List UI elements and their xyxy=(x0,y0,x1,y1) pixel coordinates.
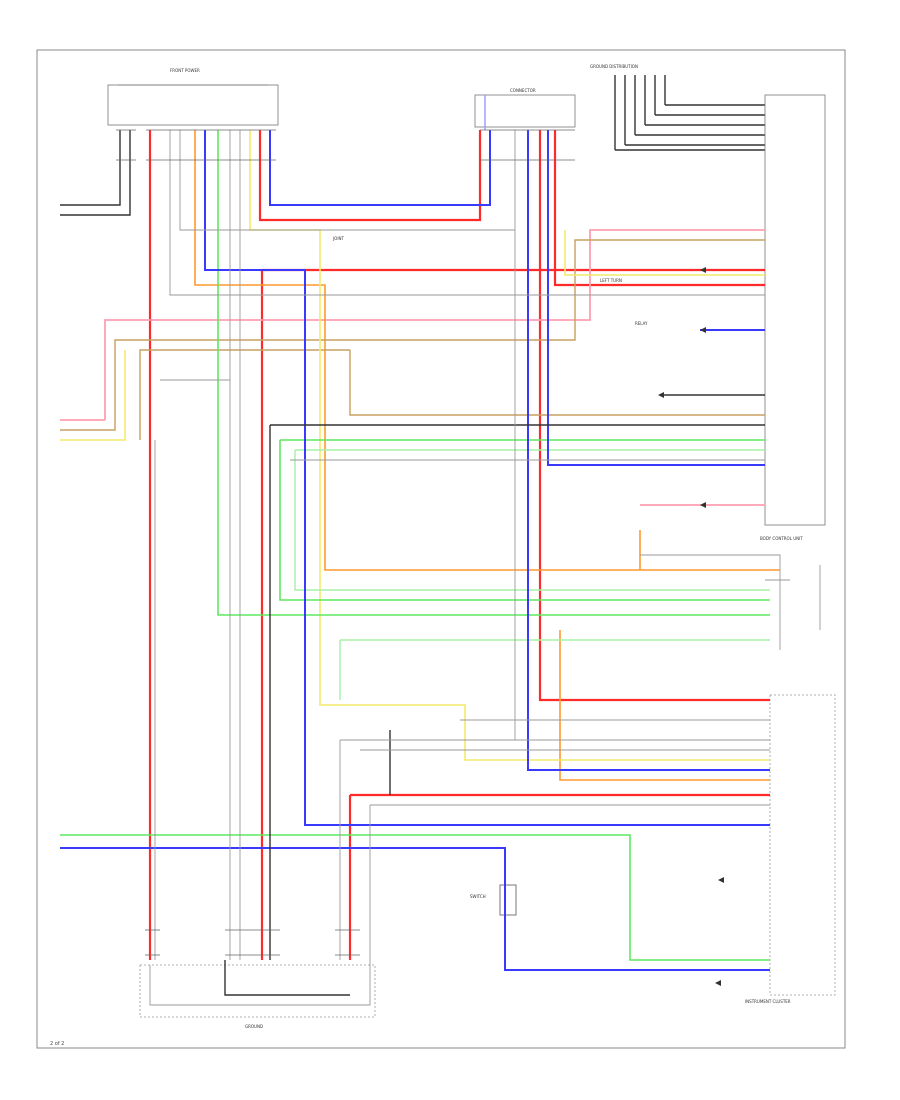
arrow-head-icon xyxy=(700,327,706,333)
arrow-head-icons xyxy=(658,267,724,986)
tan-wires xyxy=(60,239,765,440)
bottom-right-unit: INSTRUMENT CLUSTER xyxy=(745,694,836,1004)
green-wires xyxy=(60,130,770,961)
page-indicator: 2 of 2 xyxy=(50,1041,65,1047)
bottom-ground-block: GROUND xyxy=(139,964,376,1029)
ground-distribution: GROUND DISTRIBUTION xyxy=(590,64,765,151)
joint-label: JOINT xyxy=(332,236,345,241)
bottom-connector-pins xyxy=(145,929,360,956)
connector-pins-top-middle xyxy=(480,129,575,161)
arrow-head-icon xyxy=(700,267,706,273)
arrow-head-icon xyxy=(715,980,721,986)
left-turn-label: LEFT TURN xyxy=(600,278,622,283)
light-green-wires xyxy=(294,449,770,700)
arrow-head-icon xyxy=(718,877,724,883)
bottom-right-unit-title: INSTRUMENT CLUSTER xyxy=(745,999,791,1004)
arrow-head-icon xyxy=(658,392,664,398)
diagram-frame xyxy=(36,49,846,1049)
bottom-ground-title: GROUND xyxy=(245,1024,263,1029)
top-left-connector-title: FRONT POWER xyxy=(170,68,200,73)
yellow-wires xyxy=(60,130,770,761)
switch-label: SWITCH xyxy=(470,894,486,899)
switch-component: SWITCH xyxy=(470,884,517,916)
right-unit-title: BODY CONTROL UNIT xyxy=(760,536,803,541)
top-middle-connector-title: CONNECTOR xyxy=(510,88,536,93)
orange-wires xyxy=(194,130,780,781)
relay-label: RELAY xyxy=(635,321,648,326)
gray-wires xyxy=(149,130,821,1006)
top-left-connector: FRONT POWER xyxy=(107,68,279,126)
connector-pins-top-left xyxy=(116,129,276,161)
pink-wires xyxy=(60,229,765,506)
ground-distribution-title: GROUND DISTRIBUTION xyxy=(590,64,638,69)
arrow-head-icon xyxy=(700,502,706,508)
right-control-unit: BODY CONTROL UNIT xyxy=(760,94,826,541)
black-wires xyxy=(60,130,765,996)
blue-wires xyxy=(60,130,770,971)
top-middle-connector: CONNECTOR xyxy=(474,88,576,128)
